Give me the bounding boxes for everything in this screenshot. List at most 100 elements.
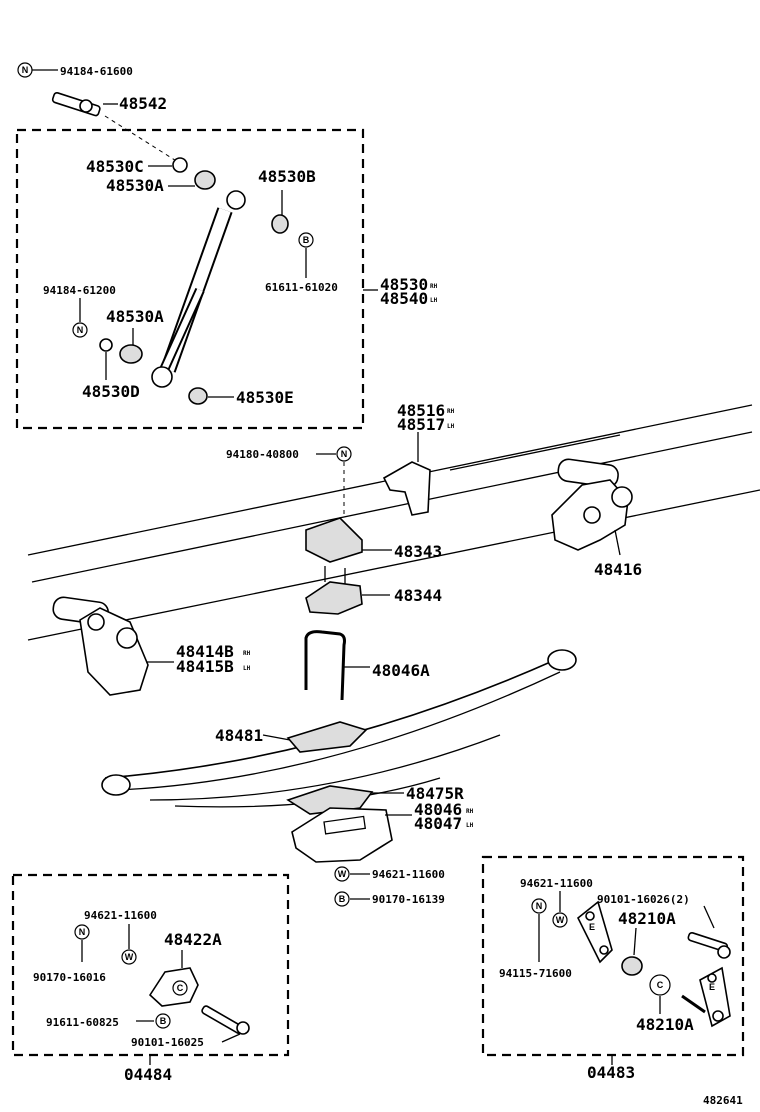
figure-number: 482641: [703, 1094, 743, 1107]
label-94621-11600-center: 94621-11600: [372, 868, 445, 881]
nut-marker-n-left: N: [74, 924, 90, 940]
shock-absorber-group-box: [15, 128, 365, 430]
b-marker-text-left: B: [160, 1016, 167, 1026]
w-marker-text-left: W: [125, 952, 134, 962]
shock-absorber: [151, 190, 246, 388]
e-marker-text-upper: E: [589, 922, 595, 932]
bushing-48530c: [172, 157, 188, 173]
label-61611-61020: 61611-61020: [265, 281, 338, 294]
n-marker-text-right: N: [536, 901, 543, 911]
label-48530B: 48530B: [258, 167, 316, 186]
front-hanger-48414b: [52, 596, 149, 696]
suffix-lh-48415b: LH: [243, 665, 251, 672]
washer-marker-w-left: W: [121, 949, 137, 965]
c-marker-text-left: C: [177, 983, 184, 993]
washer-marker-w-center: W: [334, 866, 350, 882]
bushing-48210a-lower: C: [649, 974, 671, 996]
label-48530: 48530: [380, 275, 428, 294]
bushing-48210a-upper: [621, 956, 643, 976]
label-94180-40800: 94180-40800: [226, 448, 299, 461]
label-48414B: 48414B: [176, 642, 234, 661]
label-48481: 48481: [215, 726, 263, 745]
bushing-48530a-top: [194, 170, 216, 190]
label-04484: 04484: [124, 1065, 172, 1084]
stud-bolt-48542: [51, 91, 101, 117]
label-48530A-mid: 48530A: [106, 307, 164, 326]
shackle-plate-lower: E: [681, 966, 731, 1028]
w-marker-text-right: W: [556, 915, 565, 925]
suffix-rh-48516: RH: [447, 408, 455, 415]
lower-plate-48046: [291, 807, 393, 863]
suffix-rh-48530: RH: [430, 283, 438, 290]
w-marker-text-center: W: [338, 869, 347, 879]
washer-marker-w-right: W: [552, 912, 568, 928]
label-90170-16139: 90170-16139: [372, 893, 445, 906]
nut-marker-b-center: B: [334, 891, 350, 907]
bracket-48516: [382, 461, 431, 516]
label-48530E: 48530E: [236, 388, 294, 407]
label-90101-16025: 90101-16025: [131, 1036, 204, 1049]
label-48415B: 48415B: [176, 657, 234, 676]
bolt-90101-16025: [201, 1005, 250, 1035]
cushion-48530b: [271, 214, 289, 234]
b-marker-text: B: [303, 235, 310, 245]
n-marker-text-94180: N: [341, 449, 348, 459]
label-48046A: 48046A: [372, 661, 430, 680]
suffix-lh-48047: LH: [466, 822, 474, 829]
suffix-lh-48540: LH: [430, 297, 438, 304]
label-48343: 48343: [394, 542, 442, 561]
n-marker-text: N: [22, 65, 29, 75]
bolt-90101-16026: [687, 931, 731, 959]
label-48210A-top: 48210A: [618, 909, 676, 928]
n-marker-text-mid: N: [77, 325, 84, 335]
label-48530D: 48530D: [82, 382, 140, 401]
label-48517: 48517: [397, 415, 445, 434]
cushion-48530e: [188, 387, 208, 405]
nut-marker-b: B: [298, 232, 314, 248]
nut-marker-n-right: N: [531, 898, 547, 914]
seat-48475r: [286, 785, 374, 815]
label-48210A-bot: 48210A: [636, 1015, 694, 1034]
nut-marker-b-left: B: [155, 1013, 171, 1029]
label-04483: 04483: [587, 1063, 635, 1082]
washer-48530d: [99, 338, 113, 352]
bushing-48530a-mid: [119, 344, 143, 364]
label-48530C: 48530C: [86, 157, 144, 176]
bracket-48422a: C: [148, 967, 199, 1007]
label-94621-11600-right: 94621-11600: [520, 877, 593, 890]
label-48542: 48542: [119, 94, 167, 113]
label-48416: 48416: [594, 560, 642, 579]
label-90170-16016: 90170-16016: [33, 971, 106, 984]
plate-48481: [286, 721, 368, 753]
suffix-rh-48046: RH: [466, 808, 474, 815]
seat-48344: [305, 581, 363, 615]
suffix-lh-48517: LH: [447, 423, 455, 430]
label-48047: 48047: [414, 814, 462, 833]
nut-marker-n-mid: N: [72, 322, 88, 338]
c-marker-text-right: C: [657, 980, 664, 990]
label-94184-61200: 94184-61200: [43, 284, 116, 297]
shackle-plate-upper: E: [576, 900, 613, 964]
label-48046: 48046: [414, 800, 462, 819]
label-48475R: 48475R: [406, 784, 464, 803]
label-48516: 48516: [397, 401, 445, 420]
label-48344: 48344: [394, 586, 442, 605]
e-marker-text-lower: E: [709, 982, 715, 992]
suffix-rh-48414b: RH: [243, 650, 251, 657]
label-94621-11600-left: 94621-11600: [84, 909, 157, 922]
kit-04483-box: [481, 855, 745, 1057]
leaf-spring: [101, 649, 577, 808]
label-48422A: 48422A: [164, 930, 222, 949]
nut-marker-n-94180: N: [336, 446, 352, 462]
label-91611-60825: 91611-60825: [46, 1016, 119, 1029]
label-48540: 48540: [380, 289, 428, 308]
u-bolt-48046a: [304, 630, 346, 701]
label-94184-61600: 94184-61600: [60, 65, 133, 78]
n-marker-text-left: N: [79, 927, 86, 937]
b-marker-text-center: B: [339, 894, 346, 904]
label-90101-16026: 90101-16026(2): [597, 893, 690, 906]
label-48530A-top: 48530A: [106, 176, 164, 195]
shackle-hanger-48416: [551, 458, 633, 551]
label-94115-71600: 94115-71600: [499, 967, 572, 980]
